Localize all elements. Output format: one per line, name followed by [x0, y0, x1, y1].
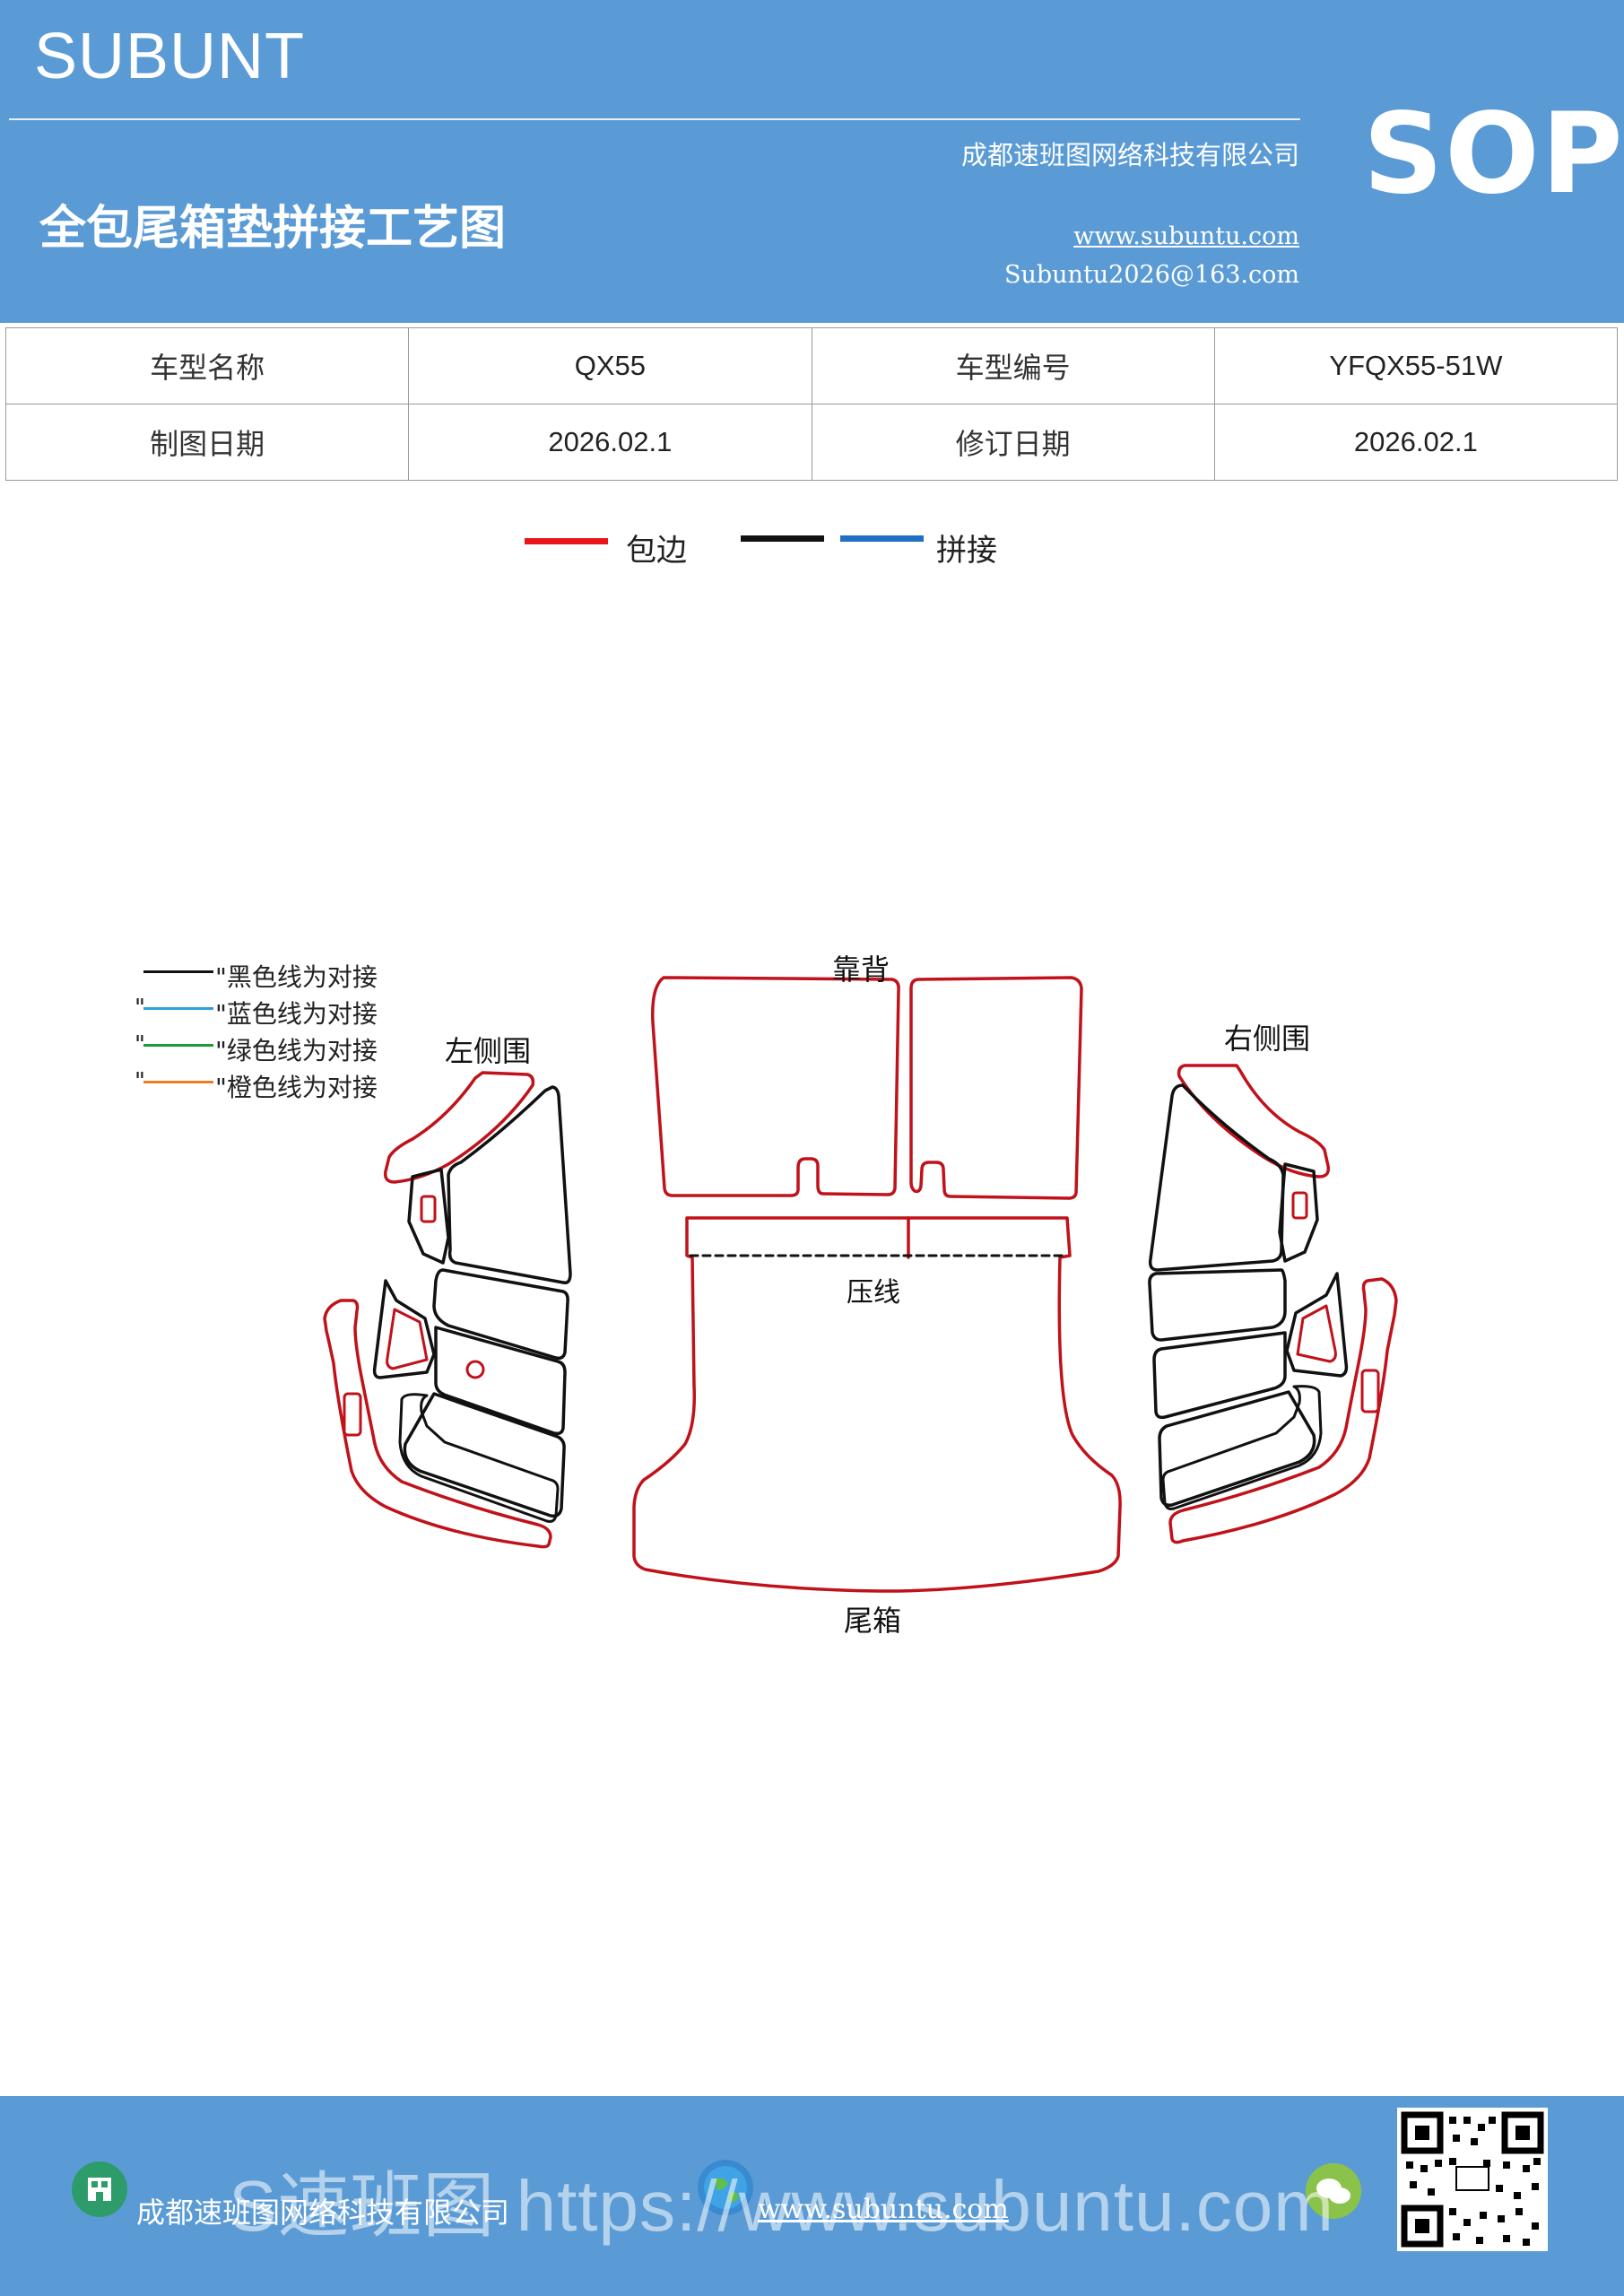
left-side-middle-panel — [432, 1268, 569, 1361]
left-side-strip — [398, 1393, 560, 1523]
value-drawing-date: 2026.02.1 — [408, 404, 812, 481]
legend-label-edging: 包边 — [626, 533, 687, 569]
note-text: "绿色线为对接 — [215, 1036, 378, 1065]
right-side-inner-window — [1296, 1304, 1337, 1363]
label-revision-date: 修订日期 — [811, 404, 1215, 481]
left-side-upper-panel — [447, 1085, 572, 1285]
label-drawing-date: 制图日期 — [4, 404, 410, 481]
legend-blue-line — [840, 535, 924, 542]
right-side-top-piece — [1177, 1064, 1331, 1178]
left-side-slot — [420, 1195, 437, 1223]
wechat-icon — [1306, 2163, 1361, 2219]
right-side-group — [1148, 1064, 1398, 1544]
header-divider — [9, 118, 1300, 120]
left-side-bottom-panel — [403, 1392, 566, 1518]
qr-code-pattern — [1401, 2111, 1544, 2248]
left-side-outer-edge — [323, 1299, 552, 1549]
left-side-small-window — [407, 1168, 450, 1265]
trunk-mat-diagram — [323, 976, 1398, 1593]
vehicle-info-table: 车型名称 QX55 车型编号 YFQX55-51W 制图日期 2026.02.1… — [4, 327, 1619, 481]
note-line-blue — [143, 1007, 213, 1010]
label-model-name: 车型名称 — [4, 327, 410, 404]
value-revision-date: 2026.02.1 — [1213, 404, 1619, 481]
label-backrest: 靠背 — [832, 952, 890, 987]
website-link[interactable]: www.subuntu.com — [1073, 222, 1299, 250]
wechat-icon-glyph — [1316, 2179, 1350, 2204]
note-line-green — [143, 1044, 213, 1047]
label-left-side: 左侧围 — [445, 1034, 532, 1068]
note-line-orange — [143, 1081, 213, 1083]
right-side-outer-edge — [1168, 1277, 1398, 1544]
table-row: 制图日期 2026.02.1 修订日期 2026.02.1 — [4, 404, 1619, 481]
qr-code — [1397, 2108, 1548, 2251]
label-model-code: 车型编号 — [811, 327, 1215, 404]
left-side-mid-window — [372, 1279, 436, 1379]
note-quote: " — [135, 1031, 145, 1058]
footer-website-link[interactable]: www.subuntu.com — [758, 2194, 1009, 2225]
label-crease: 压线 — [847, 1277, 900, 1309]
left-side-hole — [465, 1360, 485, 1379]
right-side-edge-slot — [1360, 1369, 1380, 1413]
note-quote: " — [135, 995, 145, 1022]
right-side-mid-window — [1285, 1272, 1349, 1378]
building-icon — [72, 2161, 127, 2217]
backrest-left-piece — [651, 976, 900, 1197]
label-trunk: 尾箱 — [844, 1604, 902, 1638]
table-row: 车型名称 QX55 车型编号 YFQX55-51W — [4, 327, 1619, 404]
value-model-name: QX55 — [408, 327, 812, 404]
globe-icon-glyph — [704, 2166, 747, 2209]
right-side-lower-panel — [1152, 1331, 1287, 1420]
right-side-small-window — [1278, 1162, 1319, 1263]
left-side-edge-slot — [343, 1392, 362, 1437]
footer-company: 成都速班图网络科技有限公司 — [136, 2196, 510, 2230]
email-address[interactable]: Subuntu2026@163.com — [1004, 261, 1299, 289]
note-text: "橙色线为对接 — [215, 1073, 378, 1102]
document-title: 全包尾箱垫拼接工艺图 — [39, 201, 507, 256]
note-text: "蓝色线为对接 — [215, 999, 378, 1029]
header-banner: SUBUNT 成都速班图网络科技有限公司 SOP 全包尾箱垫拼接工艺图 www.… — [0, 0, 1624, 323]
right-side-middle-panel — [1148, 1268, 1287, 1342]
globe-icon — [698, 2160, 753, 2215]
sop-badge: SOP — [1363, 90, 1624, 219]
footer-watermark: S速班图 https://www.subuntu.com — [229, 2166, 1334, 2246]
brand-logo-text: SUBUNT — [34, 21, 306, 92]
label-right-side: 右侧围 — [1224, 1022, 1311, 1056]
left-side-inner-window — [386, 1308, 429, 1370]
note-line-black — [143, 970, 213, 973]
building-icon-glyph — [88, 2178, 111, 2201]
note-text: "黑色线为对接 — [215, 962, 378, 992]
legend-black-line — [741, 535, 824, 542]
value-model-code: YFQX55-51W — [1213, 327, 1619, 404]
left-side-lower-panel — [434, 1326, 567, 1436]
right-side-upper-panel — [1148, 1083, 1285, 1272]
legend-label-splice: 拼接 — [936, 533, 997, 569]
right-side-strip — [1161, 1385, 1323, 1510]
left-side-top-piece — [383, 1071, 535, 1184]
company-name: 成都速班图网络科技有限公司 — [960, 140, 1299, 170]
trunk-floor-piece — [632, 1216, 1122, 1593]
backrest-right-piece — [909, 976, 1083, 1200]
legend-red-line — [525, 538, 608, 544]
note-quote: " — [135, 1068, 145, 1095]
right-side-slot — [1291, 1191, 1308, 1220]
